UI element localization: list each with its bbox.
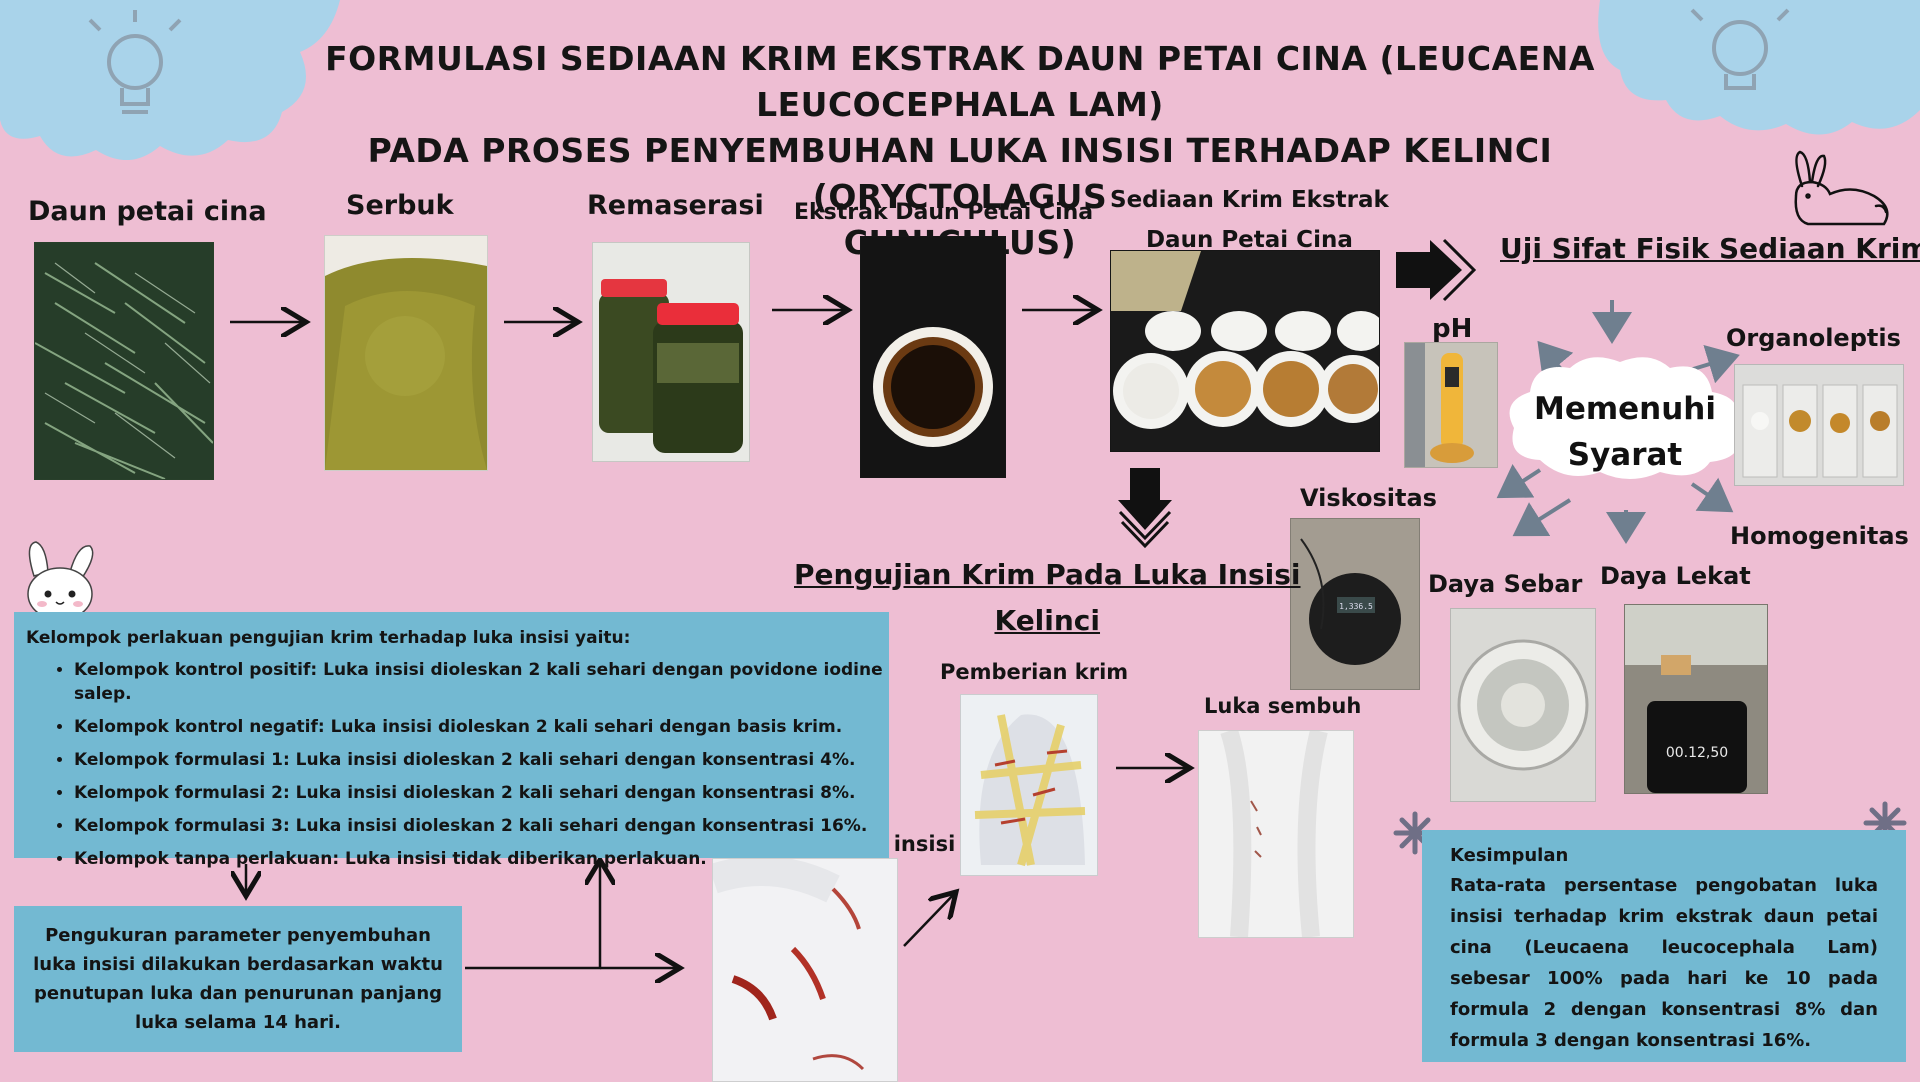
step-label-ekstrak: Ekstrak Daun Petai Cina bbox=[794, 200, 1094, 225]
cloud-lightbulb-icon-left bbox=[0, 0, 340, 160]
photo-daya-sebar bbox=[1450, 608, 1596, 802]
poster-title: FORMULASI SEDIAAN KRIM EKSTRAK DAUN PETA… bbox=[300, 36, 1620, 266]
groups-list: Kelompok kontrol positif: Luka insisi di… bbox=[22, 658, 889, 880]
scale-readout: 1,336.5 bbox=[1339, 602, 1373, 611]
cloud-lightbulb-icon-right bbox=[1598, 0, 1920, 135]
label-luka-sembuh: Luka sembuh bbox=[1204, 694, 1362, 718]
uji-label-organoleptis: Organoleptis bbox=[1726, 324, 1901, 352]
photo-pembuatan-luka bbox=[712, 858, 898, 1082]
title-line: FORMULASI SEDIAAN KRIM EKSTRAK DAUN PETA… bbox=[325, 39, 1595, 124]
bold-arrow-right bbox=[1396, 238, 1477, 302]
uji-label-homogenitas: Homogenitas bbox=[1730, 522, 1909, 550]
timer-readout: 00.12,50 bbox=[1666, 745, 1728, 761]
powder-image bbox=[325, 236, 487, 470]
photo-ph bbox=[1404, 342, 1498, 468]
group-item: Kelompok formulasi 2: Luka insisi dioles… bbox=[74, 781, 889, 805]
pemberian-krim-image bbox=[961, 695, 1097, 875]
extract-image bbox=[861, 237, 1005, 477]
leaves-image bbox=[35, 243, 213, 479]
photo-pemberian-krim bbox=[960, 694, 1098, 876]
organoleptis-image bbox=[1735, 365, 1903, 485]
uji-label-ph: pH bbox=[1432, 314, 1473, 344]
cream-jars-image bbox=[1111, 251, 1379, 451]
uji-heading: Uji Sifat Fisik Sediaan Krim bbox=[1500, 232, 1920, 265]
pembuatan-luka-image bbox=[713, 859, 897, 1081]
photo-remaserasi bbox=[592, 242, 750, 462]
uji-arrows bbox=[1496, 300, 1740, 544]
photo-serbuk bbox=[324, 235, 488, 471]
group-item: Kelompok kontrol positif: Luka insisi di… bbox=[74, 658, 889, 706]
step-label-serbuk: Serbuk bbox=[346, 190, 454, 221]
photo-organoleptis bbox=[1734, 364, 1904, 486]
measurement-box: Pengukuran parameter penyembuhan luka in… bbox=[14, 906, 462, 1052]
treatment-groups-box: Kelompok perlakuan pengujian krim terhad… bbox=[14, 612, 889, 869]
memenuhi-syarat-label: Memenuhi Syarat bbox=[1500, 386, 1750, 478]
pengujian-heading-line1: Pengujian Krim Pada Luka Insisi bbox=[794, 558, 1301, 591]
photo-viskositas: 1,336.5 bbox=[1290, 518, 1420, 690]
step-label-daun: Daun petai cina bbox=[28, 196, 267, 227]
bold-arrow-down bbox=[1118, 468, 1172, 549]
arrow-pembuatan-pemberian bbox=[903, 892, 956, 947]
group-item: Kelompok tanpa perlakuan: Luka insisi ti… bbox=[74, 847, 889, 871]
cute-rabbit-icon bbox=[27, 541, 94, 621]
label-pemberian-krim: Pemberian krim bbox=[940, 660, 1129, 684]
conclusion-box: Kesimpulan Rata-rata persentase pengobat… bbox=[1422, 830, 1906, 1062]
photo-daun-petai-cina bbox=[34, 242, 214, 480]
title-line: PADA PROSES PENYEMBUHAN LUKA INSISI TERH… bbox=[367, 131, 1553, 216]
group-item: Kelompok formulasi 3: Luka insisi dioles… bbox=[74, 814, 889, 838]
uji-label-daya-sebar: Daya Sebar bbox=[1428, 570, 1583, 598]
conclusion-title: Kesimpulan bbox=[1450, 845, 1569, 866]
daya-sebar-image bbox=[1451, 609, 1595, 801]
daya-lekat-image: 00.12,50 bbox=[1625, 605, 1767, 793]
jars-image bbox=[593, 243, 749, 461]
group-item: Kelompok formulasi 1: Luka insisi dioles… bbox=[74, 748, 889, 772]
luka-sembuh-image bbox=[1199, 731, 1353, 937]
photo-ekstrak bbox=[860, 236, 1006, 478]
measurement-text: Pengukuran parameter penyembuhan luka in… bbox=[33, 925, 443, 1033]
memenuhi-line1: Memenuhi bbox=[1533, 391, 1717, 427]
ph-image bbox=[1405, 343, 1497, 467]
uji-label-daya-lekat: Daya Lekat bbox=[1600, 562, 1751, 590]
groups-intro: Kelompok perlakuan pengujian krim terhad… bbox=[26, 628, 631, 648]
memenuhi-cloud bbox=[1509, 357, 1739, 479]
photo-sediaan-krim bbox=[1110, 250, 1380, 452]
uji-label-viskositas: Viskositas bbox=[1300, 484, 1437, 512]
step-label-remaserasi: Remaserasi bbox=[587, 190, 764, 221]
photo-luka-sembuh bbox=[1198, 730, 1354, 938]
memenuhi-line2: Syarat bbox=[1567, 437, 1683, 473]
pengujian-heading-line2: Kelinci bbox=[994, 604, 1101, 637]
step-label-sediaan-line1: Sediaan Krim Ekstrak bbox=[1110, 187, 1389, 213]
photo-daya-lekat: 00.12,50 bbox=[1624, 604, 1768, 794]
group-item: Kelompok kontrol negatif: Luka insisi di… bbox=[74, 715, 889, 739]
pengujian-heading: Pengujian Krim Pada Luka Insisi Kelinci bbox=[794, 552, 1301, 644]
step-label-sediaan: Sediaan Krim Ekstrak Daun Petai Cina bbox=[1110, 180, 1389, 260]
viskositas-image: 1,336.5 bbox=[1291, 519, 1419, 689]
step-label-sediaan-line2: Daun Petai Cina bbox=[1145, 227, 1353, 253]
rabbit-icon bbox=[1794, 150, 1889, 226]
conclusion-text: Rata-rata persentase pengobatan luka ins… bbox=[1450, 875, 1878, 1051]
